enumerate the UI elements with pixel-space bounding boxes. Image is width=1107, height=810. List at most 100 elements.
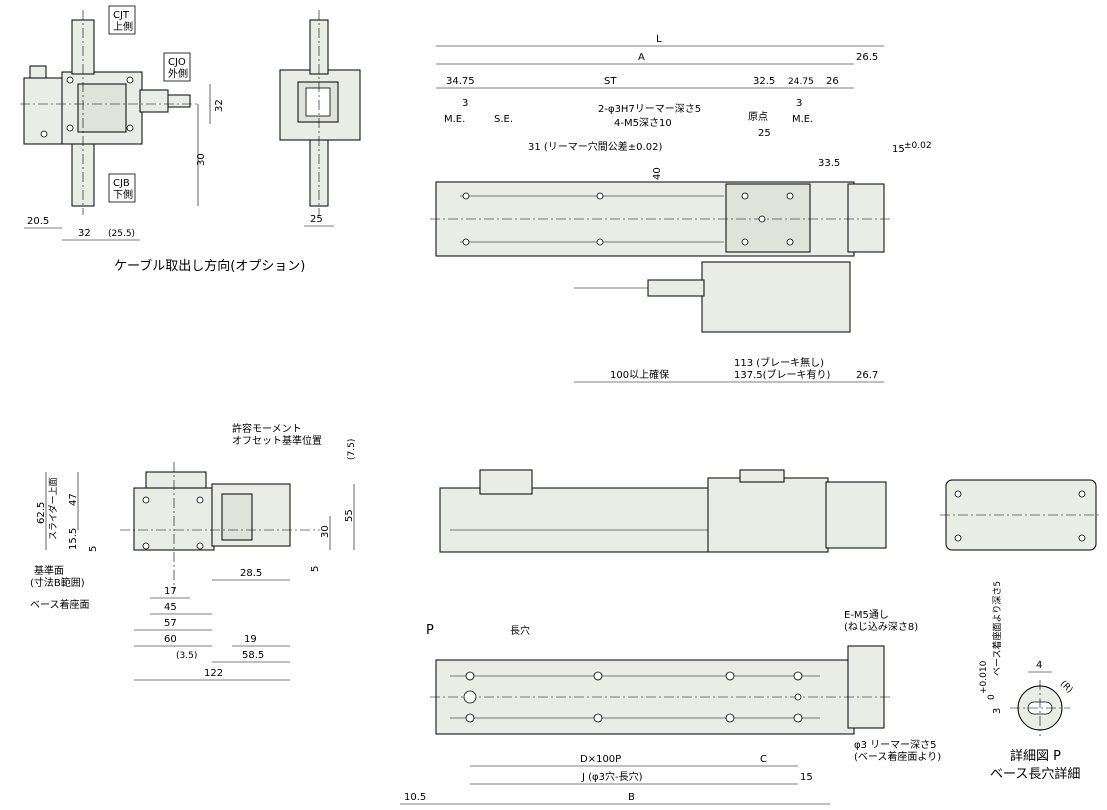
pitch-label: 31 (リーマー穴間公差±0.02) — [528, 140, 662, 153]
dim-57: 57 — [164, 618, 177, 629]
slider-top — [725, 183, 811, 253]
dim-20-5: 20.5 — [27, 216, 49, 227]
base-hole — [465, 671, 475, 681]
dim-15-tolerance: ±0.02 — [904, 141, 932, 151]
cjt-code: CJT — [113, 10, 130, 21]
detail-radius: (R) — [1058, 679, 1074, 695]
me-left-label: M.E. — [444, 114, 465, 125]
base-hole — [793, 671, 803, 681]
top-view: L A 26.5 34.75 ST 32.5 24.75 26 3 M.E. S… — [430, 34, 932, 383]
mount-screw — [126, 124, 134, 132]
dim-5-left: 5 — [88, 546, 99, 552]
motor-side — [707, 477, 829, 553]
motor-bottom — [847, 645, 885, 729]
end-screw — [1078, 490, 1086, 498]
cjt-label: 上側 — [113, 20, 133, 33]
origin-label: 原点 — [748, 111, 768, 123]
slider-screw — [786, 192, 794, 200]
detail-dim-4: 4 — [1036, 660, 1042, 671]
dim-32-horizontal: 32 — [78, 228, 91, 239]
reamer-hole — [758, 215, 766, 223]
dim-15: 15 — [892, 144, 905, 155]
base-hole — [593, 671, 603, 681]
end-screw — [954, 534, 962, 542]
slider-screw — [786, 238, 794, 246]
section-screw — [196, 542, 204, 550]
e-m5-label-1: E-M5通し — [844, 609, 889, 621]
cjb-code: CJB — [113, 178, 130, 189]
dim-45: 45 — [164, 602, 177, 613]
dim-32-5: 32.5 — [753, 76, 775, 87]
section-screw — [142, 496, 150, 504]
moment-label-2: オフセット基準位置 — [232, 434, 322, 447]
cable-option-caption: ケーブル取出し方向(オプション) — [114, 258, 305, 274]
mount-screw — [66, 76, 74, 84]
end-screw — [1078, 534, 1086, 542]
base-hole — [593, 713, 603, 723]
m5-label: 4-M5深さ10 — [614, 117, 672, 129]
reamer-label: 2-φ3H7リーマー深さ5 — [598, 103, 701, 115]
motor-no-brake: 113 (ブレーキ無し) — [734, 356, 824, 369]
dim-19: 19 — [244, 634, 257, 645]
dim-32-vertical: 32 — [214, 99, 225, 112]
dim-122: 122 — [204, 668, 223, 679]
dim-34-75: 34.75 — [446, 76, 475, 87]
detail-dim-3: 3 — [992, 708, 1003, 714]
dim-40: 40 — [652, 167, 663, 180]
mount-screw — [66, 124, 74, 132]
base-face-label: ベース着座面 — [30, 598, 90, 611]
dim-30-side: 30 — [320, 525, 331, 538]
dim-47: 47 — [68, 493, 79, 506]
me-right-label: M.E. — [792, 114, 813, 125]
base-hole — [725, 713, 735, 723]
dim-24-75: 24.75 — [788, 77, 814, 87]
dim-25-top: 25 — [758, 128, 771, 139]
dim-17: 17 — [164, 586, 177, 597]
dim-60: 60 — [164, 634, 177, 645]
dim-15-5: 15.5 — [68, 528, 79, 550]
dim-A: A — [638, 52, 645, 63]
rail-screw — [596, 192, 604, 200]
motor-brake: 137.5(ブレーキ有り) — [734, 368, 831, 381]
ref-face-label: 基準面 — [34, 564, 64, 577]
rail-screw — [462, 192, 470, 200]
slot-label: 長穴 — [510, 624, 530, 637]
side-elevation — [439, 469, 1102, 553]
slider-cap — [145, 471, 207, 489]
dim-B: B — [628, 792, 635, 803]
dim-25-side: 25 — [310, 214, 323, 225]
cjb-label-box — [108, 173, 136, 203]
cjb-label: 下側 — [113, 188, 133, 201]
dim-100-clearance: 100以上確保 — [610, 368, 669, 381]
cjo-cable-outlet — [139, 89, 169, 113]
dim-58-5: 58.5 — [242, 650, 264, 661]
phi3-label-2: (ベース着座面より) — [854, 750, 941, 763]
dim-15-bottom: 15 — [800, 772, 813, 783]
dim-C: C — [760, 754, 767, 765]
actuator-end-cap — [29, 65, 47, 79]
dim-10-5: 10.5 — [404, 792, 426, 803]
dim-L: L — [656, 34, 662, 45]
rail-screw — [462, 238, 470, 246]
mount-screw — [40, 130, 48, 138]
detail-tol-lower: 0 — [987, 694, 997, 700]
slider-screw — [741, 238, 749, 246]
slider-top-label: スライダー上面 — [47, 477, 59, 540]
detail-title-2: ベース長穴詳細 — [990, 766, 1080, 782]
motor-body-top — [701, 261, 851, 333]
actuator-side-body — [439, 487, 711, 553]
cable-option-front-view: CJT 上側 CJO 外側 CJB 下側 32 30 20.5 32 (25.5… — [20, 5, 305, 274]
slot-hole — [463, 690, 477, 704]
dim-3-right: 3 — [796, 98, 802, 109]
dim-J: J (φ3穴-長穴) — [581, 770, 643, 783]
cable-option-side-view: 25 — [279, 10, 361, 227]
detail-depth-label: ベース着座面より深さ5 — [991, 581, 1003, 676]
section-screw — [196, 496, 204, 504]
bottom-view: P 長穴 E-M5通し (ねじ込み深さ8) φ3 リーマー深さ5 (ベース着座面… — [400, 609, 941, 805]
connector-section — [221, 493, 253, 541]
detail-title-1: 詳細図 P — [1010, 748, 1061, 764]
se-label: S.E. — [494, 114, 513, 125]
e-m5-label-2: (ねじ込み深さ8) — [844, 621, 918, 633]
dim-ST: ST — [604, 76, 617, 87]
